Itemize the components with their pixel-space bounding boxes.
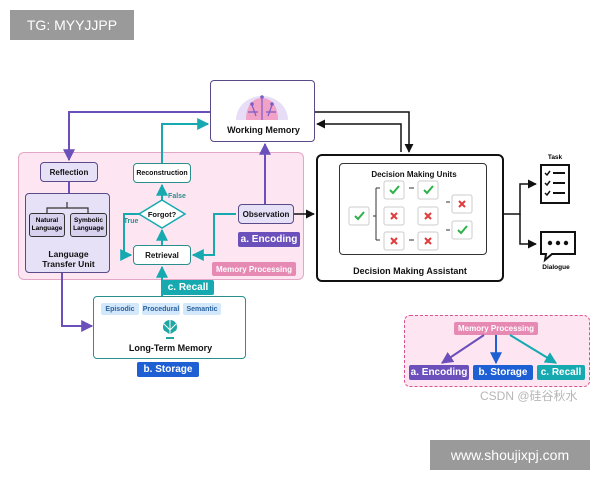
decision-making-assistant-label: Decision Making Assistant bbox=[353, 266, 467, 276]
memory-type-procedural: Procedural bbox=[142, 303, 180, 315]
transfer-unit-tree-lines bbox=[46, 202, 89, 213]
tree-icon bbox=[163, 319, 177, 339]
wire-forgot-true bbox=[120, 213, 140, 261]
memory-processing-label: Memory Processing bbox=[212, 262, 296, 276]
reflection-node: Reflection bbox=[40, 162, 98, 182]
storage-pill: b. Storage bbox=[137, 362, 199, 377]
natural-language-node: Natural Language bbox=[29, 213, 65, 237]
decision-making-units-label: Decision Making Units bbox=[371, 169, 457, 179]
decision-grid-lines bbox=[373, 187, 450, 241]
false-label: False bbox=[168, 192, 186, 200]
watermark-csdn: CSDN @硅谷秋水 bbox=[480, 389, 578, 403]
legend-arrow-recall bbox=[509, 334, 558, 364]
legend-encoding: a. Encoding bbox=[409, 365, 469, 380]
wire-working-memory-to-assistant bbox=[315, 111, 414, 153]
working-memory-label: Working Memory bbox=[227, 125, 300, 135]
memory-type-episodic: Episodic bbox=[101, 303, 139, 315]
task-label: Task bbox=[547, 153, 563, 161]
legend-recall: c. Recall bbox=[537, 365, 585, 380]
retrieval-node: Retrieval bbox=[133, 245, 191, 265]
long-term-memory-label: Long-Term Memory bbox=[128, 343, 213, 353]
wire-assistant-to-task bbox=[504, 179, 537, 215]
wire-assistant-to-dialogue bbox=[519, 214, 537, 249]
wire-working-memory-to-reflection bbox=[63, 111, 210, 162]
dialogue-label: Dialogue bbox=[542, 263, 570, 271]
observation-node: Observation bbox=[238, 204, 294, 224]
memory-type-semantic: Semantic bbox=[183, 303, 221, 315]
reconstruction-node: Reconstruction bbox=[133, 163, 191, 183]
encoding-pill: a. Encoding bbox=[238, 232, 300, 247]
watermark-bottom-right: www.shoujixpj.com bbox=[430, 440, 590, 470]
brain-icon bbox=[236, 95, 288, 120]
language-transfer-unit-label: Language Transfer Unit bbox=[42, 249, 95, 269]
watermark-top-left: TG: MYYJJPP bbox=[10, 10, 134, 40]
speech-bubble-icon bbox=[540, 231, 576, 263]
forgot-diamond bbox=[137, 199, 187, 229]
legend-storage: b. Storage bbox=[473, 365, 533, 380]
wire-assistant-to-working-memory bbox=[316, 119, 402, 152]
wire-reconstruction-to-working-memory bbox=[161, 118, 210, 163]
checklist-icon bbox=[540, 164, 570, 204]
legend-title: Memory Processing bbox=[454, 322, 538, 335]
symbolic-language-node: Symbolic Language bbox=[70, 213, 107, 237]
recall-pill: c. Recall bbox=[162, 280, 214, 295]
legend-arrow-encoding bbox=[441, 334, 485, 364]
wire-observation-to-retrieval bbox=[191, 213, 236, 261]
cross-icon bbox=[390, 200, 466, 245]
wire-transfer-unit-to-long-term-memory bbox=[61, 273, 94, 332]
check-icon bbox=[354, 185, 468, 235]
forgot-label: Forgot? bbox=[147, 209, 177, 219]
true-label: True bbox=[123, 217, 139, 225]
decision-grid-boxes bbox=[348, 180, 473, 251]
